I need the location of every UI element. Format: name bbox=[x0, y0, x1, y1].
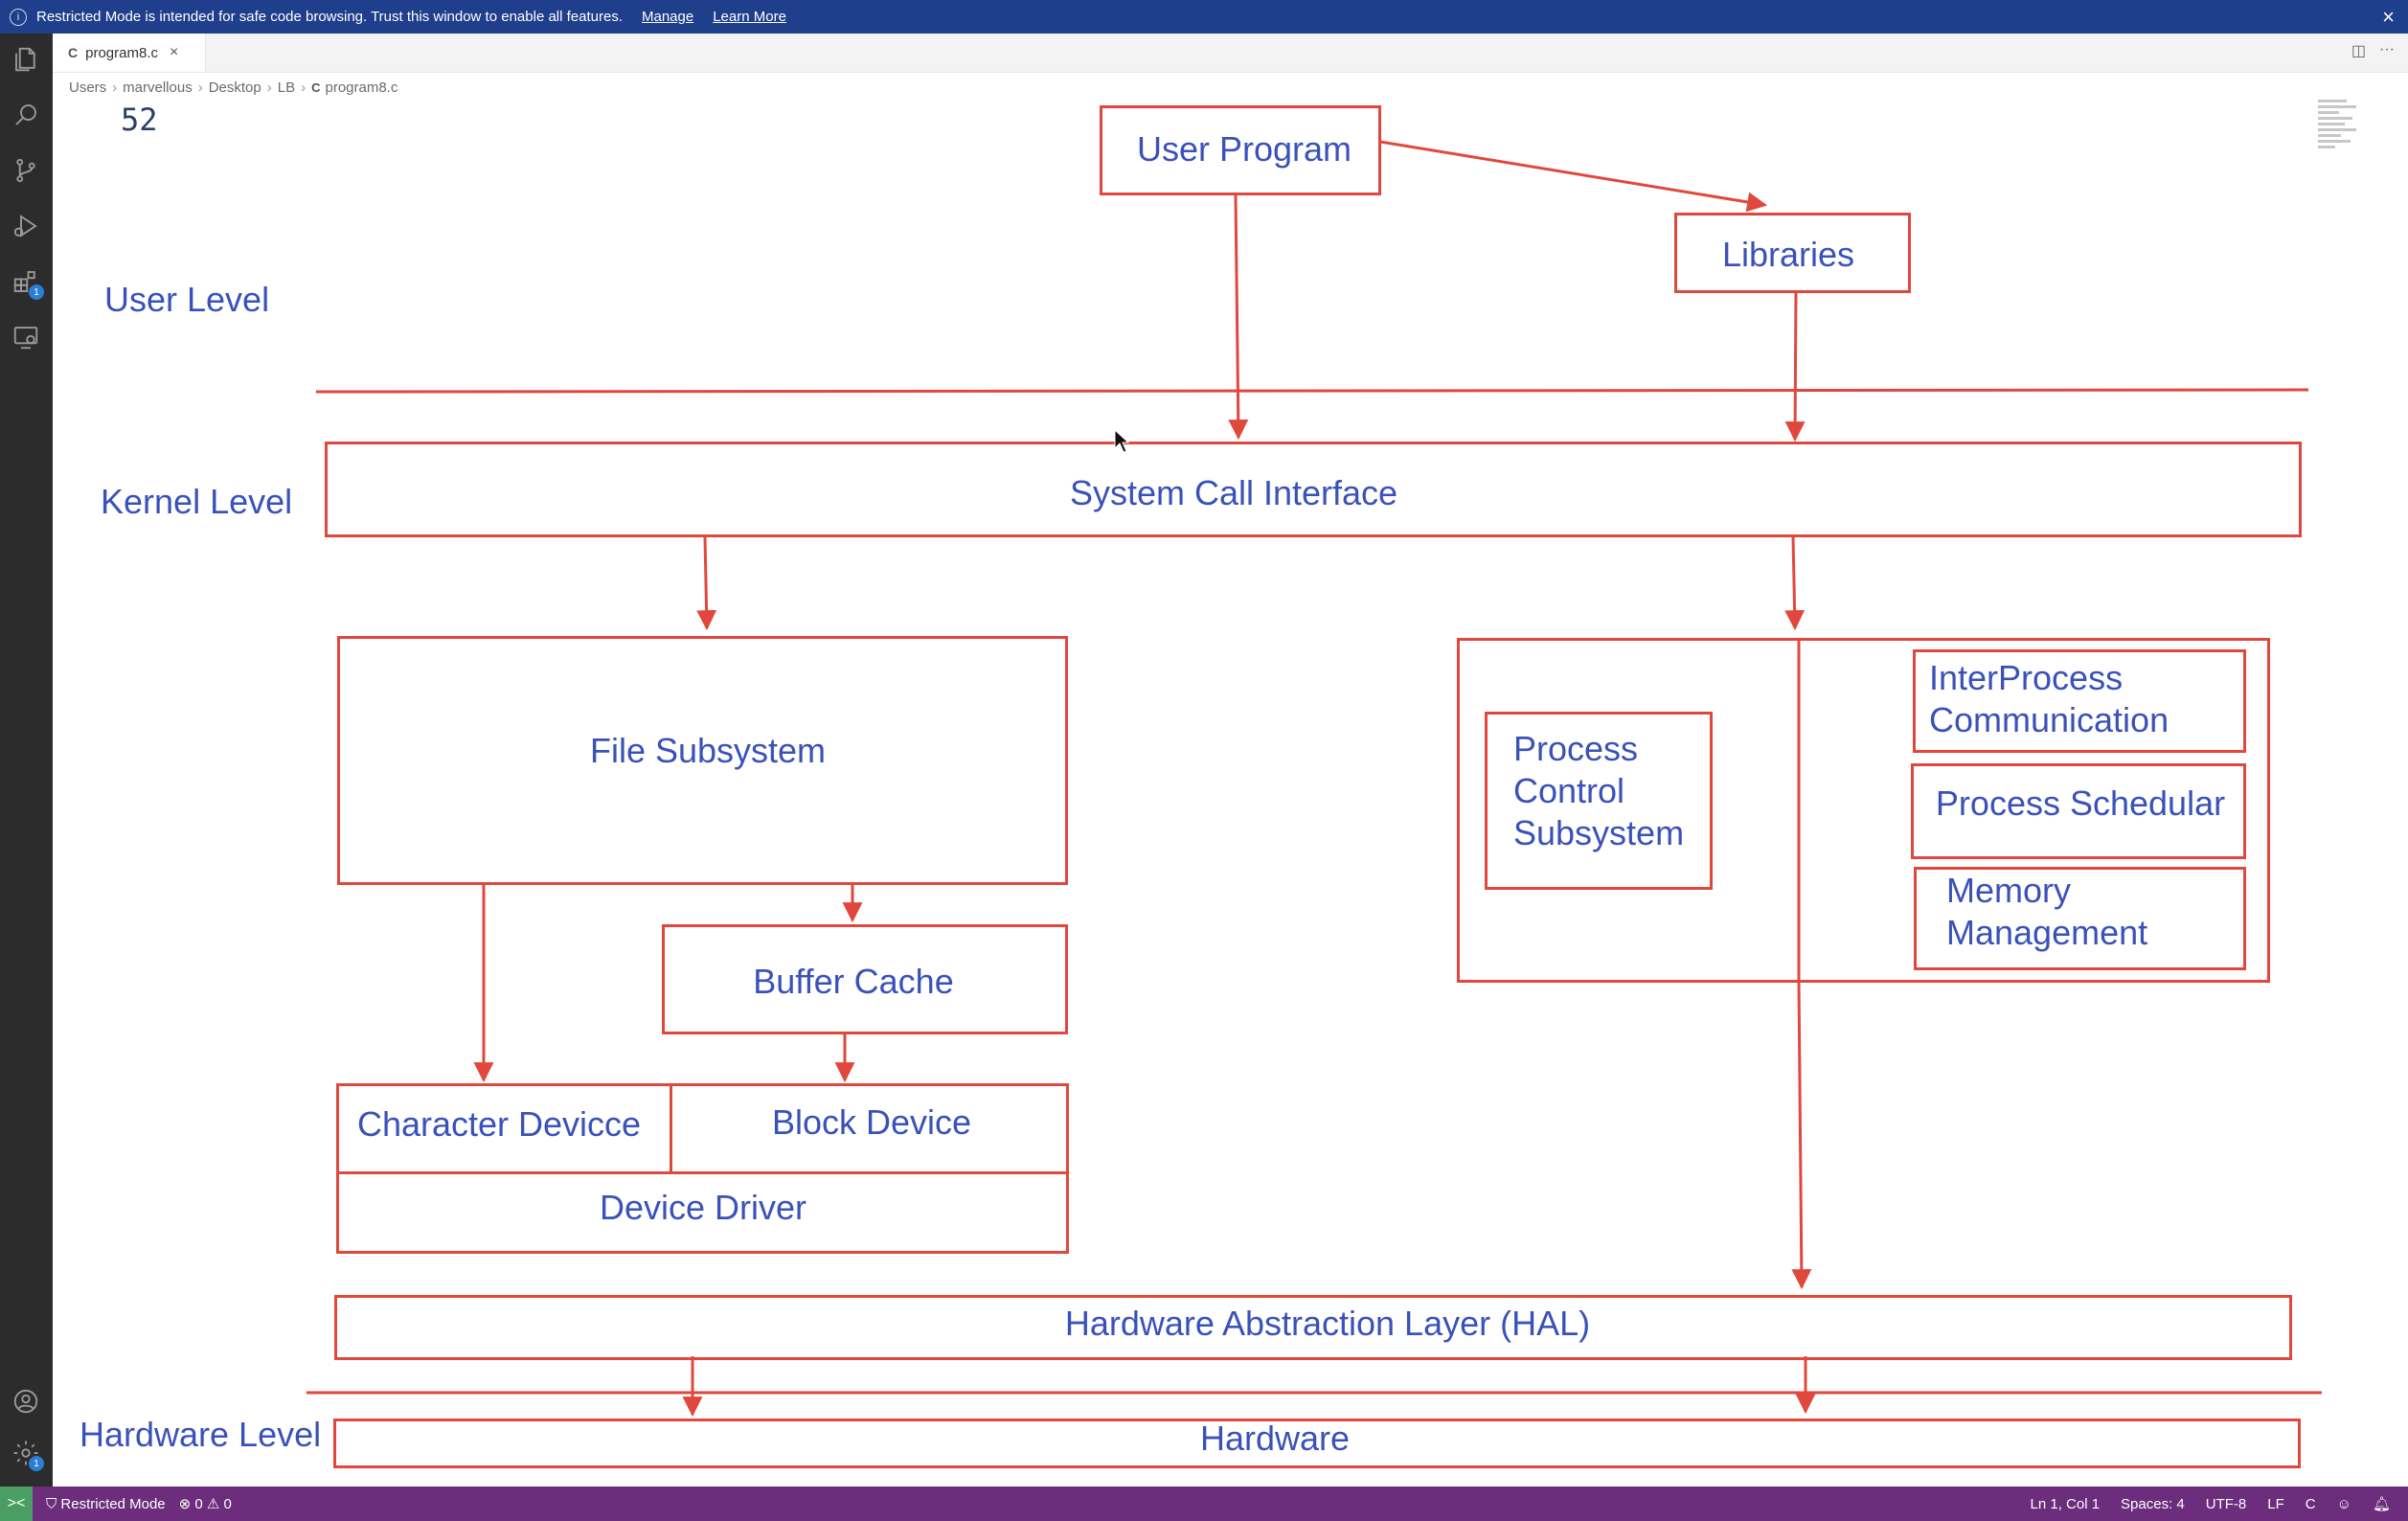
system-call-interface-label: System Call Interface bbox=[1069, 473, 1398, 512]
hardware-label: Hardware bbox=[1199, 1419, 1351, 1458]
shield-icon: ⛉ bbox=[46, 1495, 61, 1512]
interprocess-communication-label: InterProcess Communication bbox=[1929, 658, 2169, 739]
extensions-icon[interactable]: 1 bbox=[11, 267, 44, 300]
buffer-cache-box bbox=[662, 924, 1068, 1034]
file-subsystem-label: File Subsystem bbox=[589, 731, 827, 770]
user-program-label: User Program bbox=[1136, 129, 1352, 169]
feedback-icon[interactable]: ☺ bbox=[2336, 1495, 2351, 1512]
learn-more-link[interactable]: Learn More bbox=[713, 9, 786, 25]
process-control-subsystem-box bbox=[1485, 712, 1713, 890]
account-icon[interactable] bbox=[11, 1387, 40, 1416]
breadcrumb-separator: › bbox=[301, 79, 307, 96]
banner-message: Restricted Mode is intended for safe cod… bbox=[36, 9, 623, 25]
search-icon[interactable] bbox=[11, 101, 40, 129]
hardware-level-label: Hardware Level bbox=[80, 1415, 322, 1454]
hardware-box bbox=[333, 1419, 2301, 1468]
explorer-icon[interactable] bbox=[11, 45, 40, 74]
activity-bar: 1 1 bbox=[0, 34, 53, 1487]
hal-label: Hardware Abstraction Layer (HAL) bbox=[1064, 1304, 1591, 1343]
interprocess-communication-box bbox=[1913, 649, 2246, 753]
c-file-icon: C bbox=[68, 45, 79, 60]
file-subsystem-box bbox=[337, 636, 1068, 885]
bell-icon[interactable]: 🔔︎ bbox=[2372, 1496, 2391, 1512]
breadcrumb-separator: › bbox=[197, 79, 203, 96]
remote-indicator-button[interactable]: >< bbox=[0, 1487, 33, 1521]
restricted-mode-banner: i Restricted Mode is intended for safe c… bbox=[0, 0, 2408, 34]
tab-label: program8.c bbox=[85, 44, 158, 61]
breadcrumb-separator: › bbox=[112, 79, 118, 96]
hal-box bbox=[334, 1295, 2292, 1360]
status-bar: >< ⛉ Restricted Mode ⊗ 0 ⚠ 0 Ln 1, Col 1… bbox=[0, 1487, 2408, 1521]
buffer-cache-label: Buffer Cache bbox=[753, 962, 954, 1001]
close-banner-button[interactable]: × bbox=[2382, 5, 2395, 29]
extensions-badge: 1 bbox=[29, 284, 44, 300]
restricted-mode-status[interactable]: ⛉ Restricted Mode bbox=[46, 1495, 166, 1512]
warning-count: ⚠ 0 bbox=[206, 1496, 232, 1512]
remote-explorer-icon[interactable] bbox=[11, 323, 40, 352]
process-scheduler-box bbox=[1911, 763, 2246, 859]
breadcrumb-file[interactable]: program8.c bbox=[325, 79, 398, 96]
breadcrumb-separator: › bbox=[266, 79, 272, 96]
user-program-box bbox=[1100, 105, 1381, 195]
breadcrumb-desktop[interactable]: Desktop bbox=[208, 79, 261, 96]
mouse-cursor-icon bbox=[1114, 429, 1129, 453]
libraries-label: Libraries bbox=[1721, 235, 1855, 274]
problems-status[interactable]: ⊗ 0 ⚠ 0 bbox=[179, 1495, 232, 1512]
process-control-subsystem-label: Process Control Subsystem bbox=[1513, 729, 1685, 852]
breadcrumb-lb[interactable]: LB bbox=[277, 79, 296, 96]
kernel-architecture-diagram: User Level Kernel Level Hardware Level U… bbox=[53, 100, 2408, 1487]
source-control-icon[interactable] bbox=[11, 156, 40, 185]
c-file-icon: C bbox=[311, 79, 321, 95]
line-number: 52 bbox=[121, 102, 158, 138]
error-count: ⊗ 0 bbox=[178, 1496, 203, 1512]
kernel-level-label: Kernel Level bbox=[101, 482, 293, 521]
settings-gear-icon[interactable]: 1 bbox=[11, 1439, 44, 1471]
tab-program8[interactable]: C program8.c × bbox=[53, 34, 206, 72]
character-device-label: Character Devicce bbox=[356, 1104, 642, 1144]
language-mode[interactable]: C bbox=[2305, 1495, 2316, 1512]
run-debug-icon[interactable] bbox=[11, 212, 40, 240]
manage-link[interactable]: Manage bbox=[642, 9, 694, 25]
block-device-box bbox=[670, 1083, 1069, 1174]
minimap[interactable] bbox=[2318, 100, 2366, 167]
settings-badge: 1 bbox=[29, 1456, 44, 1471]
end-of-line[interactable]: LF bbox=[2267, 1495, 2284, 1512]
more-actions-icon[interactable]: ··· bbox=[2379, 41, 2395, 57]
block-device-label: Block Device bbox=[771, 1102, 972, 1142]
split-editor-icon[interactable]: ◫ bbox=[2351, 43, 2367, 59]
close-tab-button[interactable]: × bbox=[170, 44, 179, 60]
process-management-group bbox=[1457, 638, 2270, 983]
memory-management-label: Memory Management bbox=[1946, 871, 2148, 952]
system-call-interface-box bbox=[325, 442, 2302, 537]
indentation[interactable]: Spaces: 4 bbox=[2121, 1495, 2185, 1512]
device-driver-label: Device Driver bbox=[599, 1188, 807, 1227]
breadcrumb-marvellous[interactable]: marvellous bbox=[123, 79, 193, 96]
breadcrumb-users[interactable]: Users bbox=[69, 79, 107, 96]
user-level-label: User Level bbox=[104, 280, 270, 319]
cursor-position[interactable]: Ln 1, Col 1 bbox=[2030, 1495, 2101, 1512]
encoding[interactable]: UTF-8 bbox=[2205, 1495, 2247, 1512]
editor-tab-bar: C program8.c × ◫ ··· bbox=[53, 34, 2408, 73]
breadcrumb: Users › marvellous › Desktop › LB › C pr… bbox=[69, 77, 398, 98]
info-icon: i bbox=[10, 8, 27, 26]
memory-management-box bbox=[1914, 867, 2246, 970]
process-scheduler-label: Process Schedular bbox=[1935, 783, 2226, 823]
libraries-box bbox=[1674, 213, 1911, 293]
